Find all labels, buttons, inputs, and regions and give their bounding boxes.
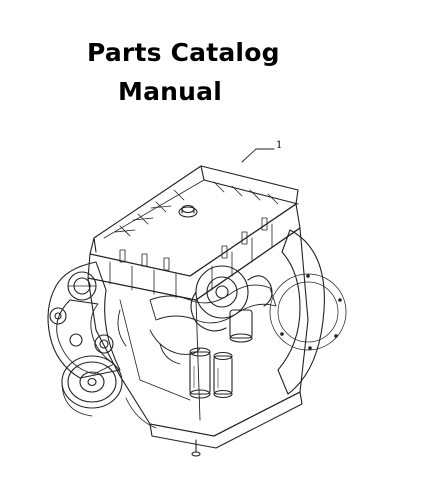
oil-filters	[189, 347, 233, 399]
oil-pan	[149, 391, 303, 449]
exhaust-manifold	[149, 284, 277, 324]
callout-number: 1	[276, 140, 283, 151]
callout-leader-line	[241, 148, 275, 163]
turbocharger	[190, 265, 273, 343]
title-line-2: Manual	[118, 77, 222, 106]
alternator	[67, 271, 97, 301]
timing-cover	[47, 261, 121, 379]
title-line-1: Parts Catalog	[87, 38, 280, 67]
crankshaft-pulley	[61, 355, 123, 417]
flywheel-housing	[277, 229, 325, 395]
